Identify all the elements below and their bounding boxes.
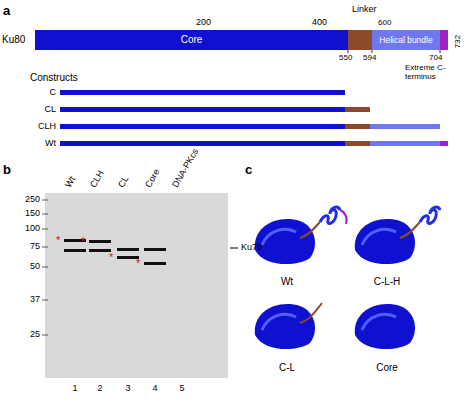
text-label: 150 (25, 208, 40, 218)
text-label: 4 (152, 383, 157, 393)
panel-letter: c (245, 163, 252, 178)
construct-bars (60, 90, 448, 146)
helical-segment: Helical bundle (372, 30, 440, 50)
text-label: 5 (179, 383, 184, 393)
text-label: 75 (30, 241, 40, 251)
text-label: 400 (312, 17, 327, 27)
segment-label: Core (181, 35, 203, 45)
text-label: 200 (196, 17, 211, 27)
text-label: 100 (25, 223, 40, 233)
marker-ticks (42, 200, 48, 335)
text-label: C-L-H (374, 276, 401, 288)
text-label: * (109, 251, 113, 264)
structure-clh (355, 207, 440, 264)
text-label: Wt (63, 175, 77, 190)
text-label: 600 (378, 18, 391, 27)
linker-segment (348, 30, 372, 50)
segment-label: Helical bundle (379, 36, 432, 45)
text-label: 594 (363, 53, 376, 62)
text-label: Constructs (30, 72, 78, 84)
ku70-mark (230, 248, 238, 249)
text-label: * (81, 235, 85, 248)
text-label: Linker (352, 4, 377, 14)
text-label: * (56, 234, 60, 247)
text-label: 25 (30, 329, 40, 339)
structure-wt (255, 207, 347, 264)
tick-marks (348, 50, 440, 53)
text-label: Wt (281, 276, 293, 288)
text-label: Ku80 (2, 34, 25, 46)
text-label: C-L (279, 362, 295, 374)
text-label: Extreme C-terminus (405, 63, 471, 81)
text-label: CLH (88, 169, 106, 190)
text-label: 732 (453, 35, 462, 48)
text-label: 704 (429, 53, 442, 62)
core-segment: Core (35, 30, 348, 50)
text-label: CL (116, 174, 131, 189)
text-label: 3 (125, 383, 130, 393)
text-label: CL (44, 104, 56, 114)
text-label: 550 (339, 53, 352, 62)
text-label: 37 (30, 294, 40, 304)
text-label: Core (376, 362, 398, 374)
text-label: C (50, 87, 57, 97)
text-label: 50 (30, 261, 40, 271)
text-label: DNA-PKcs (170, 147, 200, 189)
panel-letter: a (3, 4, 10, 19)
structure-cl (255, 303, 322, 349)
text-label: 2 (97, 383, 102, 393)
text-label: Ku70 (241, 242, 262, 252)
text-label: 1 (72, 383, 77, 393)
text-label: CLH (38, 121, 56, 131)
text-label: Core (143, 167, 162, 189)
text-label: 250 (25, 194, 40, 204)
panel-letter: b (3, 163, 11, 178)
text-label: Wt (45, 138, 56, 148)
gel-background (45, 193, 228, 378)
gel-bands (64, 239, 166, 265)
structure-core (355, 304, 415, 349)
c-terminus-segment (440, 30, 448, 50)
text-label: * (136, 257, 140, 270)
